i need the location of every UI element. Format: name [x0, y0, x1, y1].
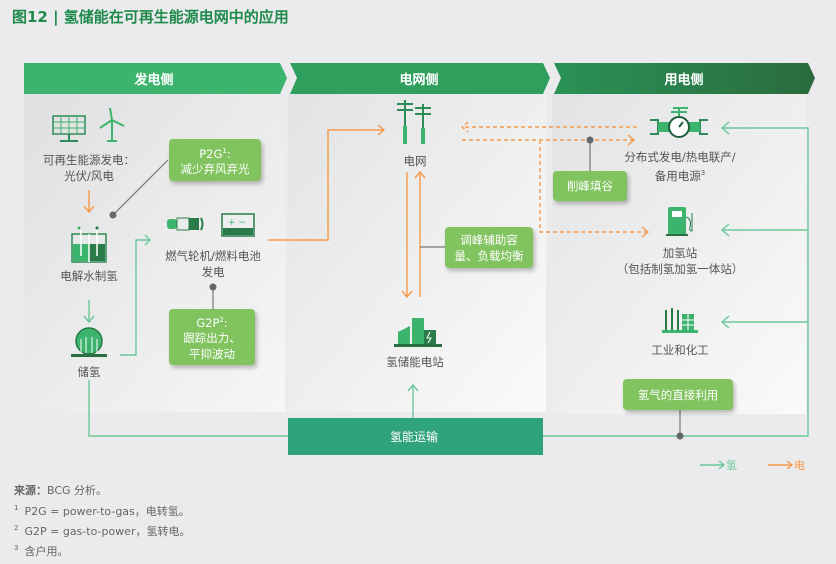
g2p-title: G2P — [196, 315, 220, 330]
fuel-station-icon — [666, 207, 693, 236]
legend-hydrogen: 氢 — [700, 457, 737, 473]
chp-line2: 备用电源 — [654, 168, 701, 183]
peak-box-line1: 调峰辅助容 — [460, 232, 518, 247]
g2p-text2: 平抑波动 — [189, 347, 235, 362]
footnote-1-num: 1 — [14, 504, 19, 513]
chp-generator-icon — [650, 107, 708, 138]
refuel-line2: （包括制氢加氢一体站） — [616, 262, 744, 276]
grid-banner — [290, 63, 550, 94]
electricity-arrow-icon — [768, 460, 794, 470]
footnote-3-num: 3 — [14, 544, 19, 553]
header-use: 用电侧 — [664, 73, 704, 88]
electrolysis-label: 电解水制氢 — [60, 269, 118, 283]
renewable-label: 可再生能源发电： 光伏/风电 — [30, 152, 148, 184]
renewable-line1: 可再生能源发电： — [43, 153, 135, 167]
footnote-2-text: G2P = gas-to-power，氢转电。 — [24, 525, 191, 538]
transport-label: 氢能运输 — [390, 430, 439, 444]
hydrogen-arrow-icon — [700, 460, 726, 470]
turbine-label: 燃气轮机/燃料电池发电 — [148, 248, 278, 280]
header-grid: 电网侧 — [399, 73, 439, 88]
p2g-text: 减少弃风弃光 — [180, 162, 250, 177]
source-text: BCG 分析。 — [47, 484, 108, 497]
legend-elec-label: 电 — [794, 459, 805, 472]
hydrogen-lines — [83, 121, 809, 437]
storage-station-icon — [394, 318, 442, 347]
refuel-line1: 加氢站 — [662, 246, 698, 260]
peak-box-line2: 量、负载均衡 — [454, 248, 524, 263]
header-gen: 发电侧 — [134, 73, 174, 88]
peak-shaving-box: 削峰填谷 — [553, 171, 627, 201]
use-panel — [552, 94, 806, 414]
page-title: 图12 | 氢储能在可再生能源电网中的应用 — [12, 8, 289, 26]
factory-icon — [662, 308, 698, 333]
footnote-3: 3 含户用。 — [14, 543, 68, 559]
hydrogen-tank-icon — [71, 327, 107, 357]
station-label: 氢储能电站 — [386, 355, 444, 369]
turbine-line1: 燃气轮机/燃料电池 — [165, 249, 261, 263]
p2g-title: P2G — [199, 146, 223, 161]
storage-label: 储氢 — [77, 365, 101, 379]
electricity-lines — [83, 121, 650, 299]
g2p-text1: 跟踪出力、 — [183, 331, 241, 346]
gen-banner — [24, 63, 287, 94]
refuel-label: 加氢站 （包括制氢加氢一体站） — [600, 245, 760, 277]
direct-use-box: 氢气的直接利用 — [623, 379, 733, 410]
source-note: 来源：BCG 分析。 — [14, 482, 107, 498]
p2g-sup: 1 — [222, 146, 227, 155]
electrolysis-icon — [71, 226, 107, 263]
turbine-line2: 发电 — [201, 265, 225, 279]
industry-label: 工业和化工 — [651, 343, 709, 357]
chp-line1: 分布式发电/热电联产/ — [624, 150, 736, 164]
callout-lines — [112, 140, 681, 436]
peak-regulation-box: 调峰辅助容量、负载均衡 — [445, 227, 533, 268]
footnote-3-text: 含户用。 — [24, 545, 69, 558]
footnote-2-num: 2 — [14, 524, 19, 533]
footnote-2: 2 G2P = gas-to-power，氢转电。 — [14, 523, 190, 539]
chp-label: 分布式发电/热电联产/备用电源3 — [600, 149, 760, 184]
p2g-box: P2G1:减少弃风弃光 — [169, 139, 261, 181]
footnote-1: 1 P2G = power-to-gas，电转氢。 — [14, 503, 190, 519]
grid-label: 电网 — [403, 154, 427, 168]
use-banner — [554, 63, 815, 94]
svg-text:+ −: + − — [228, 218, 246, 228]
renewable-line2: 光伏/风电 — [64, 169, 114, 183]
legend-h2-label: 氢 — [726, 459, 737, 472]
chp-sup: 3 — [700, 169, 706, 177]
turbine-fuelcell-icon: + − — [167, 213, 255, 237]
power-tower-icon — [397, 100, 431, 144]
footnote-1-text: P2G = power-to-gas，电转氢。 — [24, 505, 190, 518]
g2p-box: G2P2:跟踪出力、平抑波动 — [169, 309, 255, 365]
solar-wind-icon — [52, 108, 125, 142]
legend-electricity: 电 — [768, 457, 805, 473]
transport-bar: 氢能运输 — [288, 418, 543, 455]
source-label: 来源： — [14, 484, 47, 497]
g2p-sup: 2 — [219, 315, 224, 324]
